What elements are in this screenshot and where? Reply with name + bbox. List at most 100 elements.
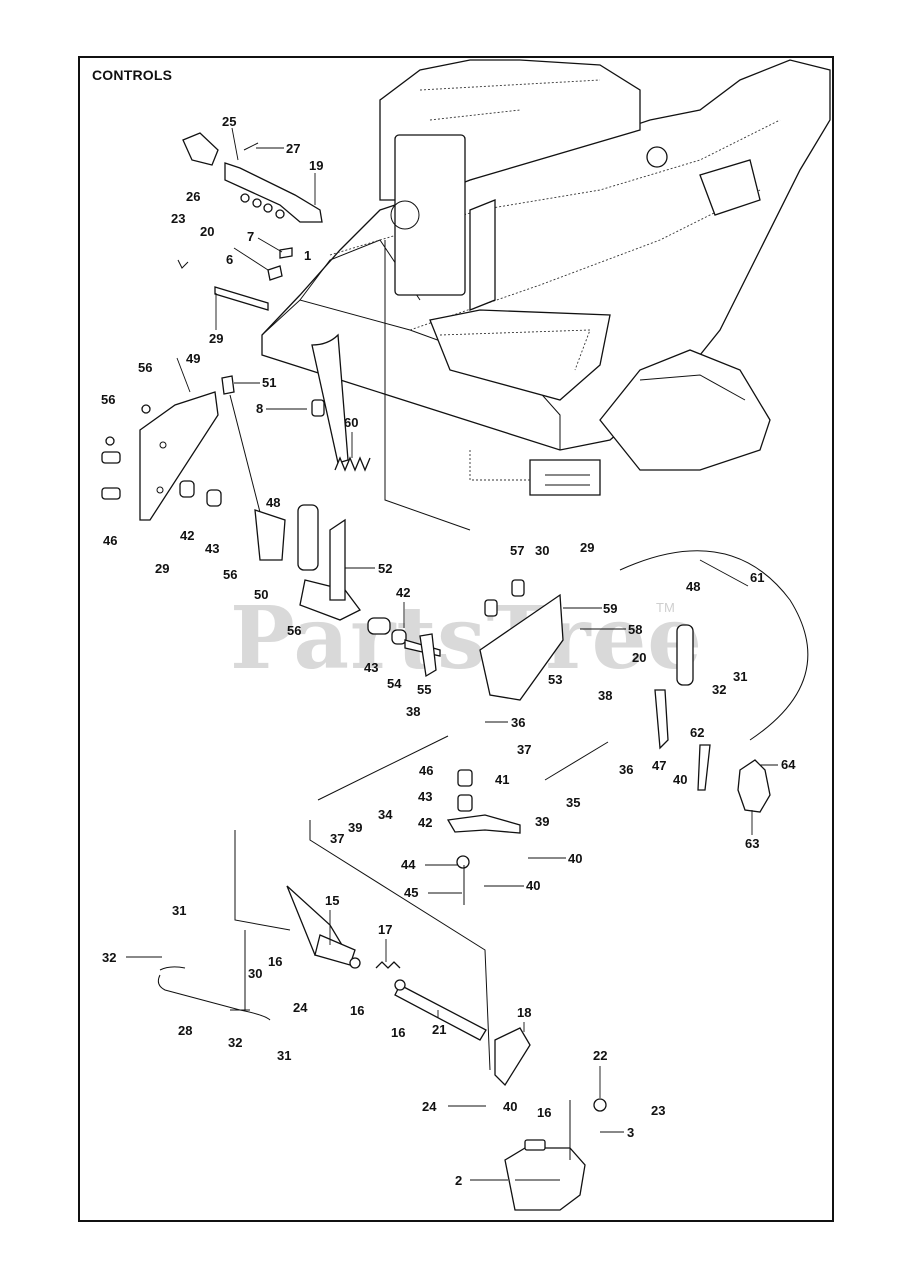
callout-36: 36: [619, 762, 633, 777]
bracket-59: [479, 579, 711, 791]
callout-31: 31: [172, 903, 186, 918]
callout-26: 26: [186, 189, 200, 204]
bracket-plate-49: [101, 333, 361, 621]
page-title: CONTROLS: [92, 67, 173, 83]
callout-31: 31: [277, 1048, 291, 1063]
callout-64: 64: [781, 757, 796, 772]
callout-53: 53: [548, 672, 562, 687]
callout-42: 42: [396, 585, 410, 600]
callout-48: 48: [686, 579, 700, 594]
callout-29: 29: [209, 331, 223, 346]
callout-55: 55: [417, 682, 431, 697]
callout-1: 1: [304, 248, 311, 263]
callout-42: 42: [180, 528, 194, 543]
middle-shaft: [367, 617, 441, 678]
rod-35: [544, 741, 609, 781]
callout-50: 50: [254, 587, 268, 602]
callout-24: 24: [293, 1000, 308, 1015]
callout-52: 52: [378, 561, 392, 576]
lower-shaft-assembly: [157, 885, 531, 1087]
callout-57: 57: [510, 543, 524, 558]
callout-43: 43: [418, 789, 432, 804]
callout-39: 39: [535, 814, 549, 829]
callout-37: 37: [330, 831, 344, 846]
cable-61: [619, 550, 809, 741]
callout-32: 32: [712, 682, 726, 697]
callout-42: 42: [418, 815, 432, 830]
callout-46: 46: [103, 533, 117, 548]
callout-59: 59: [603, 601, 617, 616]
callout-17: 17: [378, 922, 392, 937]
callout-40: 40: [503, 1099, 517, 1114]
callout-22: 22: [593, 1048, 607, 1063]
callout-61: 61: [750, 570, 764, 585]
callout-28: 28: [178, 1023, 192, 1038]
callout-6: 6: [226, 252, 233, 267]
callout-24: 24: [422, 1099, 437, 1114]
callout-16: 16: [391, 1025, 405, 1040]
callout-20: 20: [200, 224, 214, 239]
callout-46: 46: [419, 763, 433, 778]
rod-34: [317, 735, 449, 801]
diagram-frame: [78, 56, 834, 1222]
callout-35: 35: [566, 795, 580, 810]
callout-47: 47: [652, 758, 666, 773]
callout-16: 16: [268, 954, 282, 969]
callout-30: 30: [535, 543, 549, 558]
callout-62: 62: [690, 725, 704, 740]
callout-49: 49: [186, 351, 200, 366]
callout-54: 54: [387, 676, 402, 691]
callout-40: 40: [526, 878, 540, 893]
callout-27: 27: [286, 141, 300, 156]
callout-16: 16: [537, 1105, 551, 1120]
callout-38: 38: [406, 704, 420, 719]
callout-25: 25: [222, 114, 236, 129]
callout-48: 48: [266, 495, 280, 510]
bracket-41: [446, 769, 521, 905]
callout-19: 19: [309, 158, 323, 173]
callout-40: 40: [568, 851, 582, 866]
callout-34: 34: [378, 807, 393, 822]
callout-37: 37: [517, 742, 531, 757]
callout-8: 8: [256, 401, 263, 416]
callout-41: 41: [495, 772, 509, 787]
callout-labels: 25 27 26 19 20 23 7 1 6 29 56 49 51 56 8…: [101, 114, 796, 1188]
callout-43: 43: [205, 541, 219, 556]
callout-7: 7: [247, 229, 254, 244]
callout-40: 40: [673, 772, 687, 787]
callout-63: 63: [745, 836, 759, 851]
callout-51: 51: [262, 375, 276, 390]
connection-lines: [234, 240, 571, 1160]
callout-29: 29: [580, 540, 594, 555]
callout-58: 58: [628, 622, 642, 637]
callout-45: 45: [404, 885, 418, 900]
callout-36: 36: [511, 715, 525, 730]
tractor-frame-illustration: [261, 59, 831, 496]
callout-29: 29: [155, 561, 169, 576]
bracket-part-2: [504, 1098, 607, 1211]
callout-56: 56: [287, 623, 301, 638]
callout-38: 38: [598, 688, 612, 703]
callout-2: 2: [455, 1173, 462, 1188]
callout-15: 15: [325, 893, 339, 908]
callout-18: 18: [517, 1005, 531, 1020]
callout-56: 56: [101, 392, 115, 407]
callout-43: 43: [364, 660, 378, 675]
callout-23: 23: [171, 211, 185, 226]
callout-31: 31: [733, 669, 747, 684]
callout-20: 20: [632, 650, 646, 665]
callout-39: 39: [348, 820, 362, 835]
callout-32: 32: [228, 1035, 242, 1050]
callout-16: 16: [350, 1003, 364, 1018]
lever-assembly-top: [177, 132, 323, 311]
spring-60: [334, 456, 371, 472]
watermark-trademark: TM: [656, 600, 675, 615]
callout-23: 23: [651, 1103, 665, 1118]
callout-44: 44: [401, 857, 416, 872]
callout-56: 56: [223, 567, 237, 582]
leader-lines: [126, 127, 778, 1181]
callout-60: 60: [344, 415, 358, 430]
bracket-part-63: [737, 759, 771, 813]
callout-3: 3: [627, 1125, 634, 1140]
